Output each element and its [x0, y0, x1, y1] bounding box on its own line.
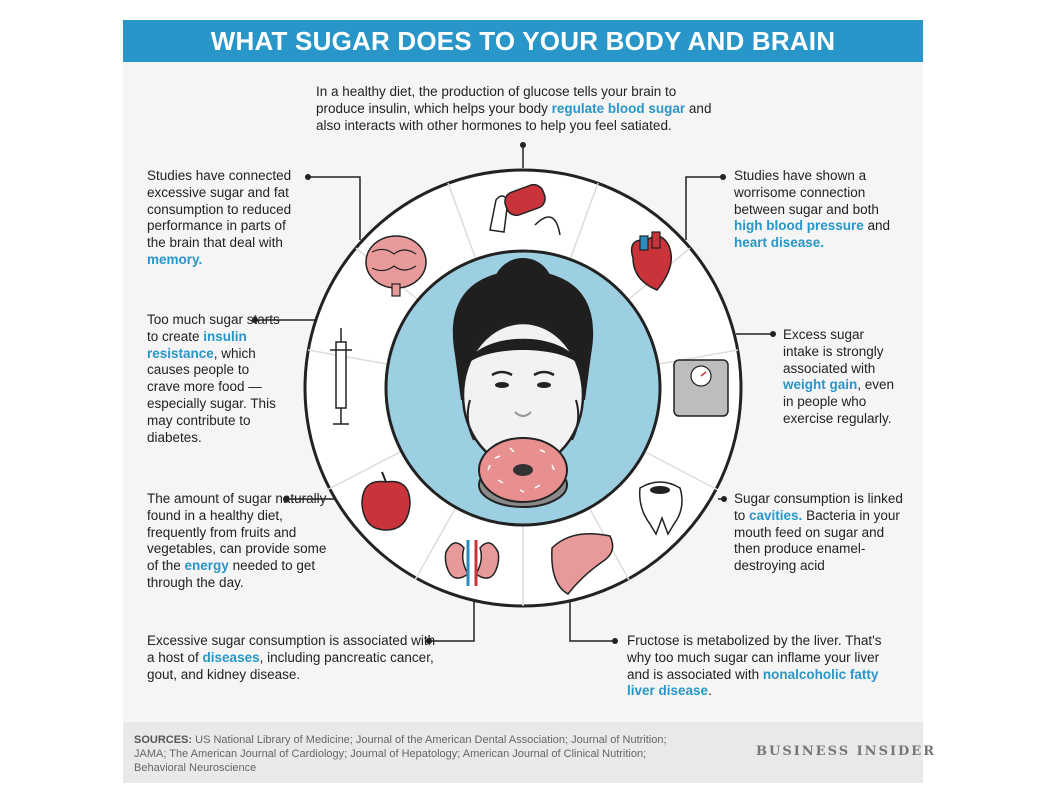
- page-title: WHAT SUGAR DOES TO YOUR BODY AND BRAIN: [123, 20, 923, 62]
- liver-text: Fructose is metabolized by the liver. Th…: [627, 633, 882, 699]
- weight-text: Excess sugar intake is strongly associat…: [783, 327, 895, 426]
- diseases-text: Excessive sugar consumption is associate…: [147, 633, 436, 682]
- memory-text: Studies have connected excessive sugar a…: [147, 168, 292, 267]
- brand-logo: BUSINESS INSIDER: [756, 744, 937, 759]
- face-illustration: [452, 258, 594, 469]
- heart-icon: [630, 231, 672, 291]
- leader-lines: [256, 146, 772, 642]
- kidney-icon: [444, 540, 500, 586]
- glucose-text: In a healthy diet, the production of glu…: [316, 84, 712, 133]
- footer: [123, 722, 923, 783]
- liver-icon: [551, 533, 614, 595]
- insulin-text: Too much sugar starts to create insulin …: [147, 312, 280, 445]
- scale-icon: [673, 359, 729, 417]
- donut-icon: [478, 437, 568, 508]
- apple-icon: [361, 471, 411, 531]
- sources-text: SOURCES: US National Library of Medicine…: [134, 734, 667, 774]
- energy-text: The amount of sugar naturally found in a…: [147, 491, 327, 590]
- cavities-text: Sugar consumption is linked to cavities.…: [734, 491, 903, 574]
- tooth-icon: [638, 481, 683, 536]
- glucose-meter-icon: [489, 183, 561, 236]
- heart-text: Studies have shown a worrisome connectio…: [734, 168, 891, 251]
- brain-icon: [365, 235, 427, 297]
- syringe-icon: [330, 328, 352, 425]
